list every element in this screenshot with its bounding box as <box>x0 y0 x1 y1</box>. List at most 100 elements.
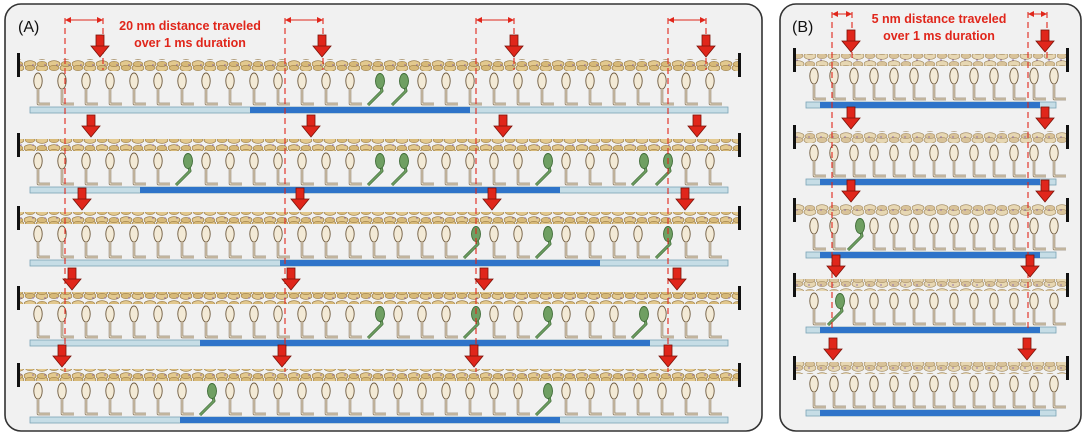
thin-filament <box>20 369 738 381</box>
attached-cross-bridge-icon <box>390 153 409 187</box>
z-disc-icon <box>738 206 741 230</box>
red-down-arrow-icon <box>696 34 716 58</box>
myosin-head-icon <box>585 382 602 416</box>
distance-bracket <box>65 17 103 23</box>
myosin-head-icon <box>393 225 410 259</box>
myosin-head-icon <box>989 375 1006 409</box>
myosin-head-icon <box>869 144 886 178</box>
attached-cross-bridge-icon <box>366 73 385 107</box>
myosin-head-icon <box>929 144 946 178</box>
myosin-head-icon <box>609 305 626 339</box>
myosin-head-icon <box>1009 67 1026 101</box>
thick-filament-active-zone <box>180 417 560 423</box>
myosin-head-icon <box>177 305 194 339</box>
z-disc-icon <box>17 53 20 77</box>
sarcomere-row <box>793 356 1069 417</box>
red-down-arrow-icon <box>474 267 494 291</box>
red-down-arrow-icon <box>1017 337 1037 361</box>
myosin-head-icon <box>949 375 966 409</box>
red-down-arrow-icon <box>687 114 707 138</box>
myosin-head-icon <box>225 305 242 339</box>
myosin-head-icon <box>705 382 722 416</box>
myosin-head-icon <box>681 225 698 259</box>
thin-filament <box>20 212 738 224</box>
thin-filament <box>796 204 1066 216</box>
myosin-head-icon <box>681 72 698 106</box>
attached-cross-bridge-icon <box>534 153 553 187</box>
myosin-head-icon <box>585 225 602 259</box>
myosin-head-icon <box>809 67 826 101</box>
myosin-head-icon <box>681 152 698 186</box>
myosin-head-icon <box>33 305 50 339</box>
myosin-head-icon <box>273 152 290 186</box>
myosin-head-icon <box>105 305 122 339</box>
myosin-head-icon <box>561 305 578 339</box>
myosin-head-icon <box>989 67 1006 101</box>
myosin-head-icon <box>441 382 458 416</box>
myosin-head-icon <box>345 152 362 186</box>
attached-cross-bridge-icon <box>390 73 409 107</box>
myosin-head-icon <box>321 72 338 106</box>
sarcomere-row <box>17 133 741 194</box>
myosin-head-icon <box>105 72 122 106</box>
myosin-head-icon <box>849 292 866 326</box>
myosin-head-icon <box>969 217 986 251</box>
myosin-head-icon <box>609 225 626 259</box>
thick-filament-active-zone <box>200 340 650 346</box>
myosin-head-icon <box>949 144 966 178</box>
myosin-head-icon <box>345 225 362 259</box>
red-down-arrow-icon <box>841 179 861 203</box>
myosin-head-icon <box>1029 67 1046 101</box>
myosin-head-icon <box>393 305 410 339</box>
myosin-head-icon <box>177 382 194 416</box>
myosin-head-icon <box>829 375 846 409</box>
myosin-head-icon <box>441 72 458 106</box>
myosin-head-icon <box>345 305 362 339</box>
myosin-head-icon <box>153 152 170 186</box>
myosin-head-icon <box>969 292 986 326</box>
myosin-head-icon <box>249 72 266 106</box>
sarcomere-row <box>793 198 1069 259</box>
red-down-arrow-icon <box>1035 179 1055 203</box>
myosin-head-icon <box>513 305 530 339</box>
myosin-head-icon <box>297 305 314 339</box>
myosin-head-icon <box>489 305 506 339</box>
thin-filament <box>796 362 1066 374</box>
myosin-head-icon <box>33 382 50 416</box>
myosin-head-icon <box>969 375 986 409</box>
myosin-head-icon <box>33 72 50 106</box>
myosin-head-icon <box>225 225 242 259</box>
z-disc-icon <box>738 286 741 310</box>
thin-filament <box>20 59 738 71</box>
sarcomere-row <box>17 53 741 114</box>
myosin-head-icon <box>321 225 338 259</box>
myosin-head-icon <box>441 225 458 259</box>
myosin-head-icon <box>869 375 886 409</box>
myosin-head-icon <box>393 382 410 416</box>
red-down-arrow-icon <box>290 187 310 211</box>
attached-cross-bridge-icon <box>366 306 385 340</box>
myosin-head-icon <box>81 72 98 106</box>
red-down-arrow-icon <box>272 344 292 368</box>
myosin-head-icon <box>273 382 290 416</box>
myosin-head-icon <box>1049 292 1066 326</box>
myosin-head-icon <box>1029 144 1046 178</box>
myosin-head-icon <box>705 305 722 339</box>
red-down-arrow-icon <box>62 267 82 291</box>
myosin-head-icon <box>1009 144 1026 178</box>
sarcomere-row <box>793 273 1069 334</box>
red-down-arrow-icon <box>81 114 101 138</box>
myosin-head-icon <box>909 144 926 178</box>
red-down-arrow-icon <box>1035 106 1055 130</box>
myosin-head-icon <box>1049 67 1066 101</box>
attached-cross-bridge-icon <box>846 218 865 252</box>
myosin-head-icon <box>321 382 338 416</box>
myosin-head-icon <box>177 225 194 259</box>
myosin-head-icon <box>657 305 674 339</box>
thick-filament-active-zone <box>820 410 1040 416</box>
myosin-head-icon <box>949 217 966 251</box>
myosin-head-icon <box>989 292 1006 326</box>
myosin-head-icon <box>369 225 386 259</box>
myosin-head-icon <box>561 72 578 106</box>
z-disc-icon <box>1066 273 1069 297</box>
